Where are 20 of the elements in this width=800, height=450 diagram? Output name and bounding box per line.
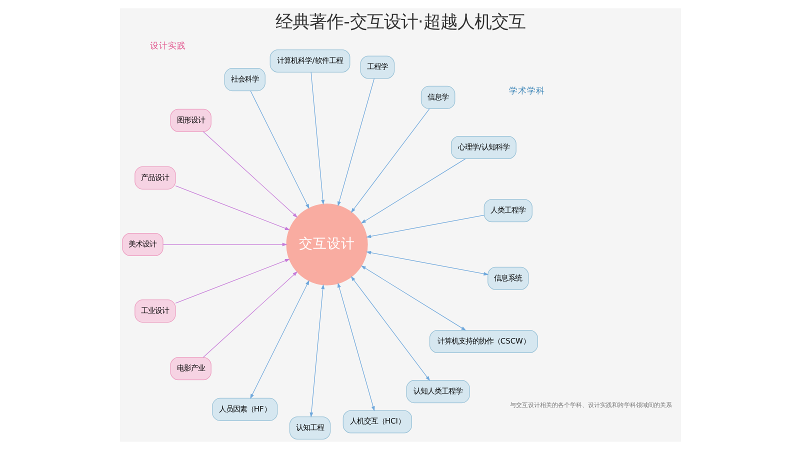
arrow [310, 72, 324, 205]
arrow [174, 186, 290, 230]
diagram-title: 经典著作-交互设计·超越人机交互 [275, 12, 525, 32]
arrow [360, 266, 466, 331]
arrow [250, 90, 309, 209]
arrow [337, 282, 374, 412]
label: 设计实践 [150, 42, 186, 52]
arrow [350, 108, 430, 213]
arrow [174, 258, 290, 304]
arrow [360, 158, 466, 224]
arrow [337, 78, 374, 206]
arrow [202, 131, 298, 218]
arrow [162, 242, 287, 246]
arrow [309, 284, 324, 418]
arrow [250, 280, 309, 399]
label: 学术学科 [508, 86, 545, 96]
arrow [350, 276, 430, 382]
arrow [202, 271, 298, 358]
arrow [366, 251, 488, 276]
arrow [366, 214, 484, 238]
